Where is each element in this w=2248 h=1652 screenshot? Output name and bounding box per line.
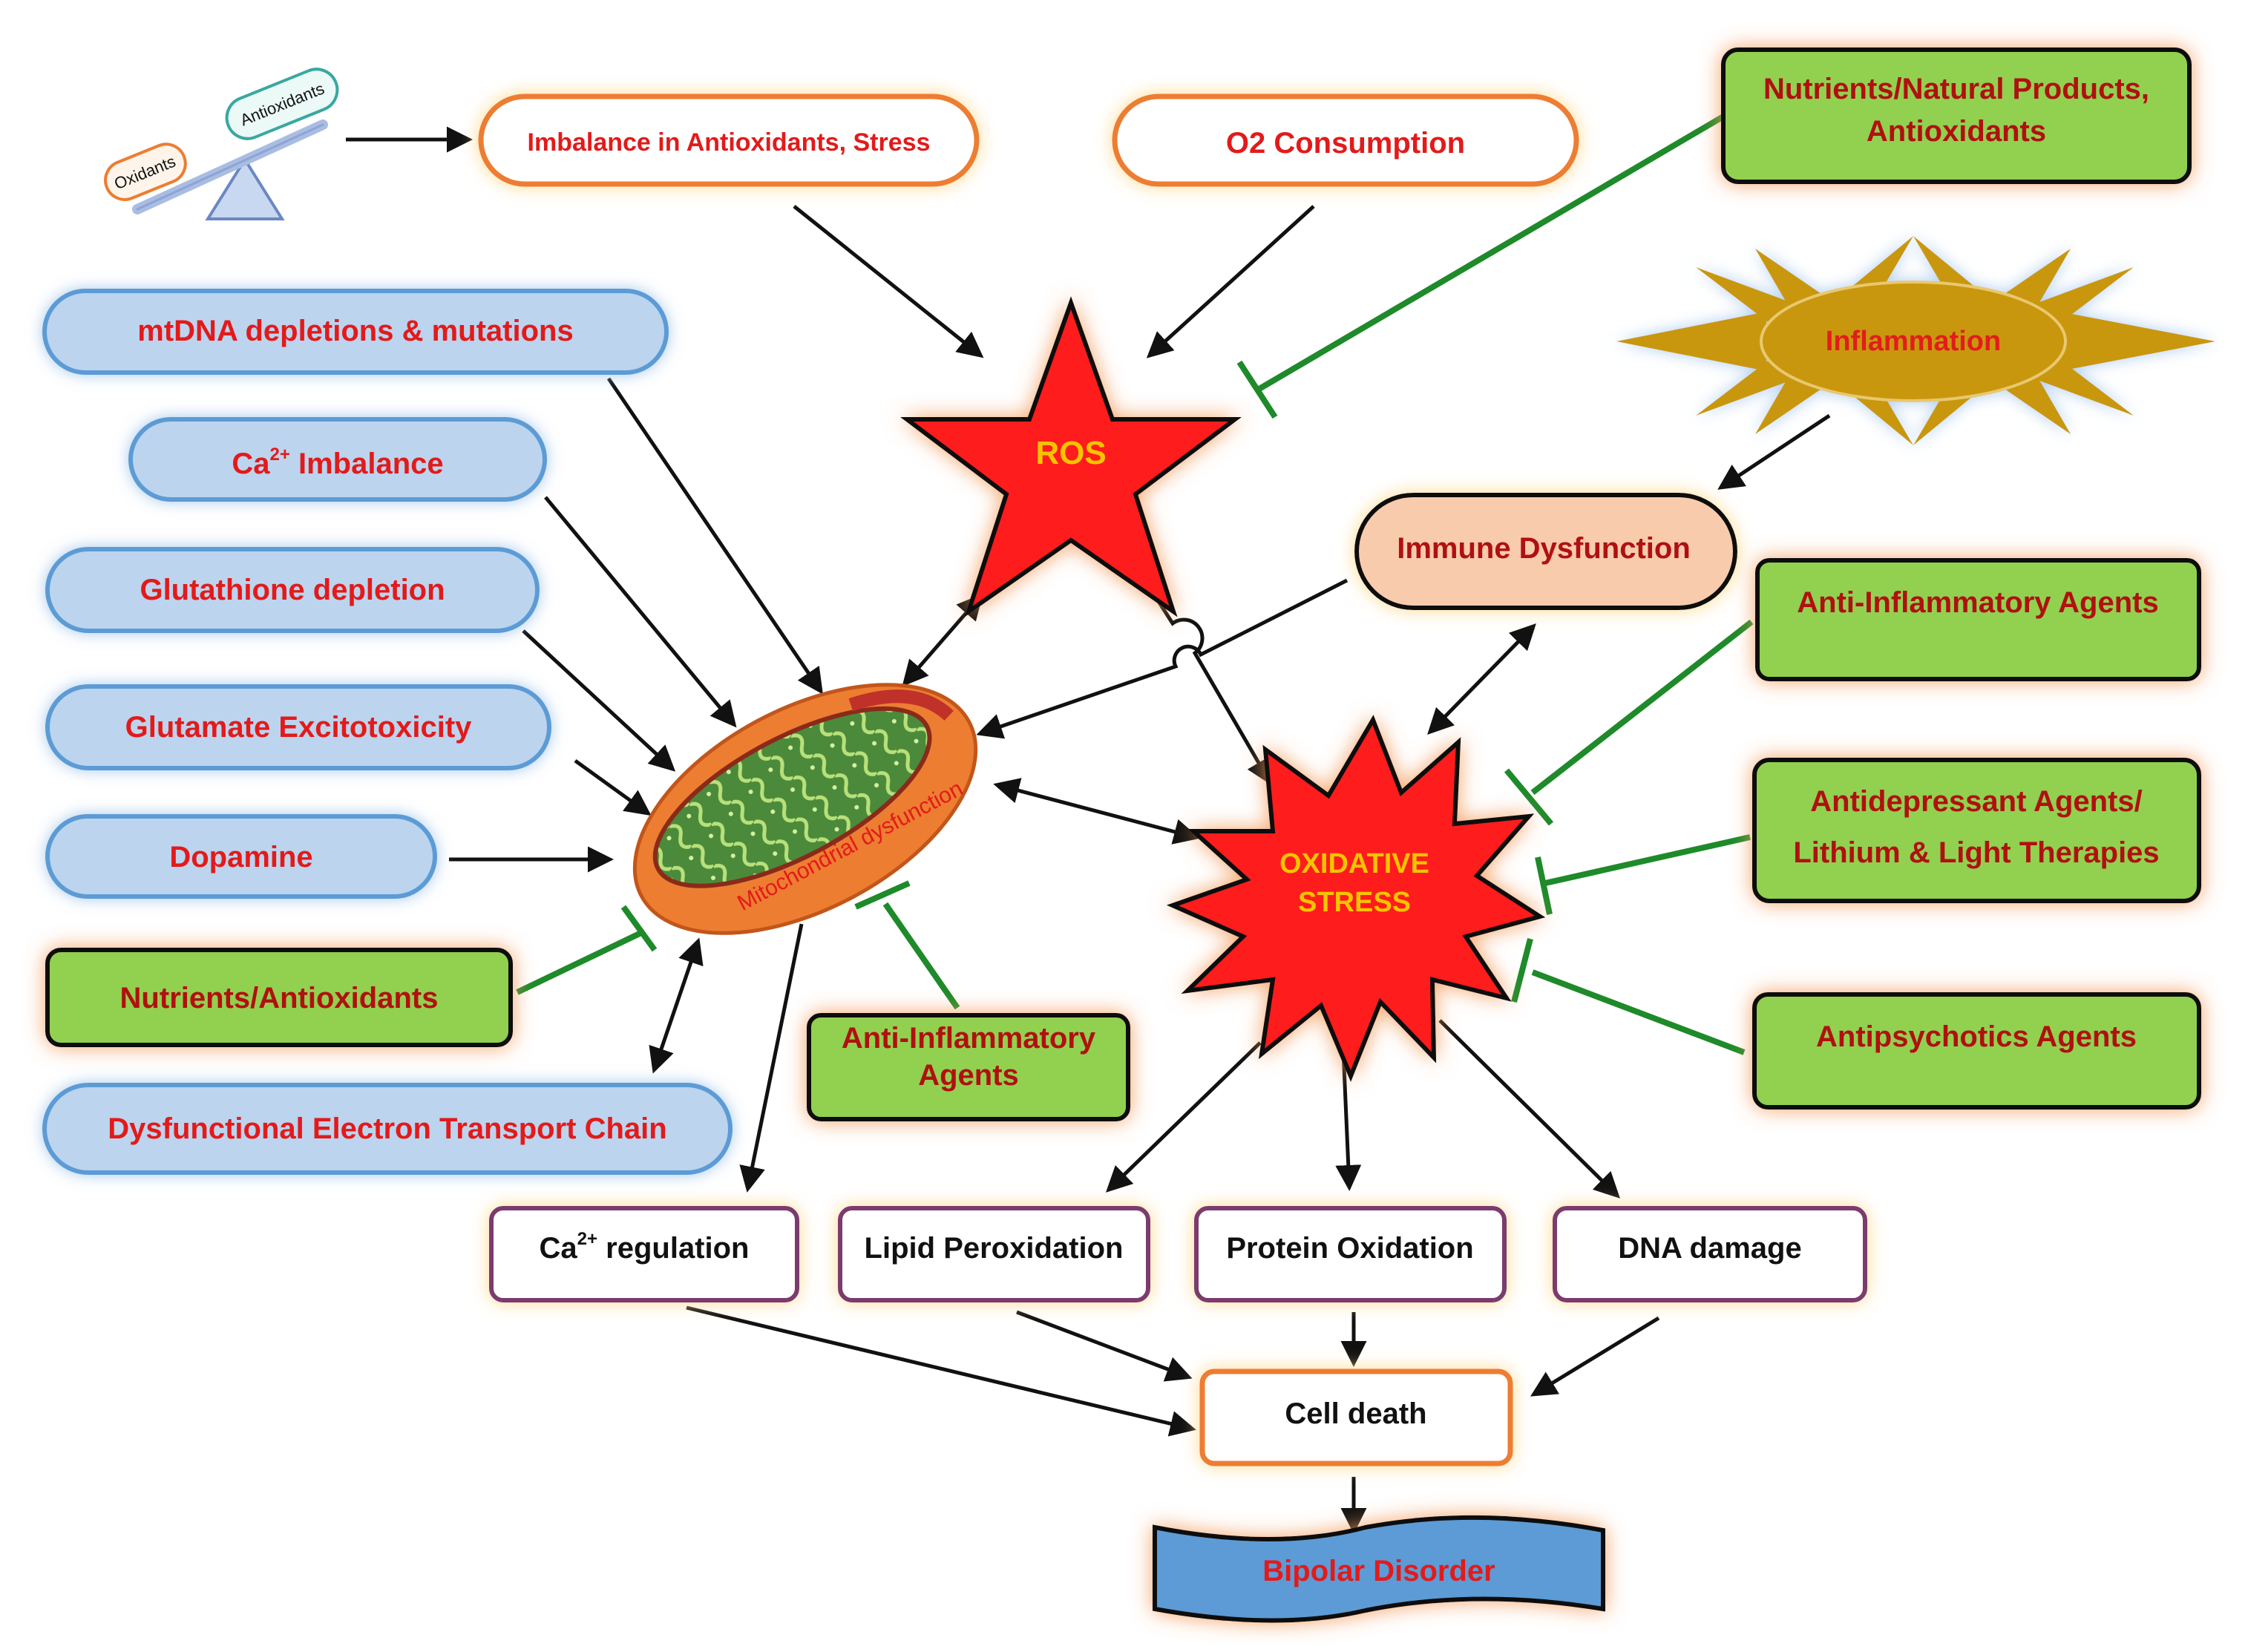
node-imbalance: Imbalance in Antioxidants, Stress xyxy=(478,94,980,187)
arrow-lipid-to-celldeath xyxy=(1016,1310,1193,1382)
arrow-immune-oxidative-bidirectional xyxy=(1427,623,1536,735)
node-nutrients-antioxidants: Nutrients/Antioxidants xyxy=(45,948,513,1047)
inhibit-antidepressant-oxidative-bar xyxy=(1535,856,1553,915)
mitochondrion-cutaway xyxy=(848,689,954,721)
svg-text:Nutrients/Natural Products,: Nutrients/Natural Products, xyxy=(1763,73,2149,105)
svg-text:Nutrients/Antioxidants: Nutrients/Antioxidants xyxy=(120,982,439,1015)
node-lipid-peroxidation: Lipid Peroxidation xyxy=(838,1206,1150,1302)
node-oxidative-stress: OXIDATIVE STRESS xyxy=(1166,715,1546,1082)
node-nutrients-natural-products: Nutrients/Natural Products, Antioxidants xyxy=(1721,47,2192,184)
arrow-glutathione-to-mito xyxy=(522,629,676,772)
node-ca-imbalance: Ca2+ Imbalance xyxy=(128,417,547,502)
node-antiinflammatory-mid: Anti-Inflammatory Agents xyxy=(807,1013,1130,1121)
arrow-mito-oxidative-bidirectional xyxy=(993,778,1200,845)
svg-text:STRESS: STRESS xyxy=(1298,887,1411,918)
inhibit-nutrients-left-mito-bar xyxy=(620,905,658,952)
inhibit-nutrients-top-ros xyxy=(1256,114,1726,393)
svg-text:Glutathione depletion: Glutathione depletion xyxy=(140,574,445,606)
node-immune-dysfunction: Immune Dysfunction xyxy=(1354,493,1737,610)
svg-text:Imbalance in Antioxidants, Str: Imbalance in Antioxidants, Stress xyxy=(528,128,931,157)
arrow-ros-to-oxidative xyxy=(1147,585,1272,786)
svg-text:Lithium & Light Therapies: Lithium & Light Therapies xyxy=(1793,836,2159,869)
svg-text:Immune Dysfunction: Immune Dysfunction xyxy=(1397,532,1691,565)
svg-text:Antioxidants: Antioxidants xyxy=(1867,115,2046,148)
arrow-oxidative-to-protein xyxy=(1335,1049,1362,1191)
svg-text:Inflammation: Inflammation xyxy=(1826,326,2001,357)
svg-text:Bipolar Disorder: Bipolar Disorder xyxy=(1262,1555,1495,1587)
node-o2-consumption: O2 Consumption xyxy=(1112,94,1579,187)
scale-beam-outline xyxy=(136,123,324,211)
svg-text:Anti-Inflammatory Agents: Anti-Inflammatory Agents xyxy=(1797,586,2158,619)
arrow-ca-regulation-to-celldeath xyxy=(686,1305,1196,1437)
arrow-mito-etc-bidirectional xyxy=(649,937,704,1074)
svg-text:OXIDATIVE: OXIDATIVE xyxy=(1279,848,1429,879)
mitochondrion-image: Mitochondrial dysfunction xyxy=(632,683,978,935)
arrows-layer xyxy=(346,126,1831,1534)
arrow-dna-to-celldeath xyxy=(1530,1316,1660,1397)
oxidant-antioxidant-scale-icon: Oxidants Antioxidants xyxy=(104,68,339,220)
svg-text:mtDNA depletions & mutations: mtDNA depletions & mutations xyxy=(137,315,573,347)
inhibit-antiinfl-mid-mito xyxy=(882,902,960,1010)
inhibit-antidepressant-oxidative xyxy=(1544,834,1751,886)
svg-text:O2 Consumption: O2 Consumption xyxy=(1226,127,1465,160)
inhibit-antipsychotics-oxidative-bar xyxy=(1511,937,1533,1003)
svg-text:Cell death: Cell death xyxy=(1285,1397,1426,1430)
svg-text:Dopamine: Dopamine xyxy=(169,841,312,873)
node-inflammation-sun: Inflammation xyxy=(1616,236,2215,445)
svg-text:Antidepressant Agents/: Antidepressant Agents/ xyxy=(1810,785,2142,818)
inhibit-nutrients-top-ros-bar xyxy=(1236,360,1278,419)
inhibit-antiinfl-mid-mito-bar xyxy=(854,880,911,910)
inhibit-antipsychotics-oxidative xyxy=(1531,969,1746,1055)
node-bipolar-disorder: Bipolar Disorder xyxy=(1153,1515,1605,1623)
svg-text:Ca2+ regulation: Ca2+ regulation xyxy=(540,1229,750,1265)
arrow-mito-to-ca-regulation xyxy=(739,923,804,1193)
node-antipsychotics: Antipsychotics Agents xyxy=(1752,992,2201,1109)
node-dopamine: Dopamine xyxy=(45,814,437,899)
node-ca-regulation: Ca2+ regulation xyxy=(489,1206,799,1302)
antioxidants-pill xyxy=(225,68,339,140)
svg-text:Antipsychotics Agents: Antipsychotics Agents xyxy=(1816,1020,2137,1053)
node-mtdna: mtDNA depletions & mutations xyxy=(42,289,669,375)
svg-text:Protein Oxidation: Protein Oxidation xyxy=(1226,1232,1473,1265)
node-glutamate: Glutamate Excitotoxicity xyxy=(45,684,551,770)
inhibit-nutrients-left-mito xyxy=(516,928,646,995)
node-protein-oxidation: Protein Oxidation xyxy=(1194,1206,1507,1302)
svg-text:Anti-Inflammatory: Anti-Inflammatory xyxy=(842,1022,1096,1055)
arrow-ca-to-mito xyxy=(544,496,737,728)
svg-text:DNA damage: DNA damage xyxy=(1618,1232,1801,1265)
arrow-imbalance-to-ros xyxy=(793,205,984,358)
arrow-mtdna-to-mito xyxy=(606,377,823,695)
node-antiinflammatory-right: Anti-Inflammatory Agents xyxy=(1755,558,2201,681)
node-etc: Dysfunctional Electron Transport Chain xyxy=(42,1083,733,1175)
arrow-inflammation-to-immune xyxy=(1717,413,1831,490)
svg-text:ROS: ROS xyxy=(1035,435,1106,471)
inhibit-antiinfl-right-oxidative-bar xyxy=(1504,768,1554,826)
svg-text:Dysfunctional Electron Transpo: Dysfunctional Electron Transport Chain xyxy=(108,1112,666,1145)
svg-text:Lipid Peroxidation: Lipid Peroxidation xyxy=(865,1232,1124,1265)
node-antidepressant: Antidepressant Agents/ Lithium & Light T… xyxy=(1752,758,2201,903)
node-glutathione: Glutathione depletion xyxy=(45,547,540,633)
node-dna-damage: DNA damage xyxy=(1553,1206,1867,1302)
arrow-glutamate-to-mito xyxy=(574,758,652,816)
scale-fulcrum xyxy=(205,157,285,220)
inhibit-antiinfl-right-oxidative xyxy=(1530,619,1754,796)
node-ros-star: ROS xyxy=(900,296,1242,617)
node-cell-death: Cell death xyxy=(1199,1369,1513,1466)
inhibition-layer xyxy=(516,114,1754,1055)
svg-text:Agents: Agents xyxy=(918,1059,1019,1092)
mitochondrion-inner xyxy=(652,706,932,888)
arrow-oxidative-to-lipid xyxy=(1105,1041,1262,1193)
svg-text:Ca2+ Imbalance: Ca2+ Imbalance xyxy=(232,445,443,480)
arrow-o2-to-ros xyxy=(1146,205,1315,358)
arrow-oxidative-to-dna xyxy=(1438,1019,1620,1199)
arrow-immune-to-mito xyxy=(976,578,1349,739)
svg-text:Glutamate Excitotoxicity: Glutamate Excitotoxicity xyxy=(125,711,473,744)
oxidants-pill xyxy=(104,142,187,201)
